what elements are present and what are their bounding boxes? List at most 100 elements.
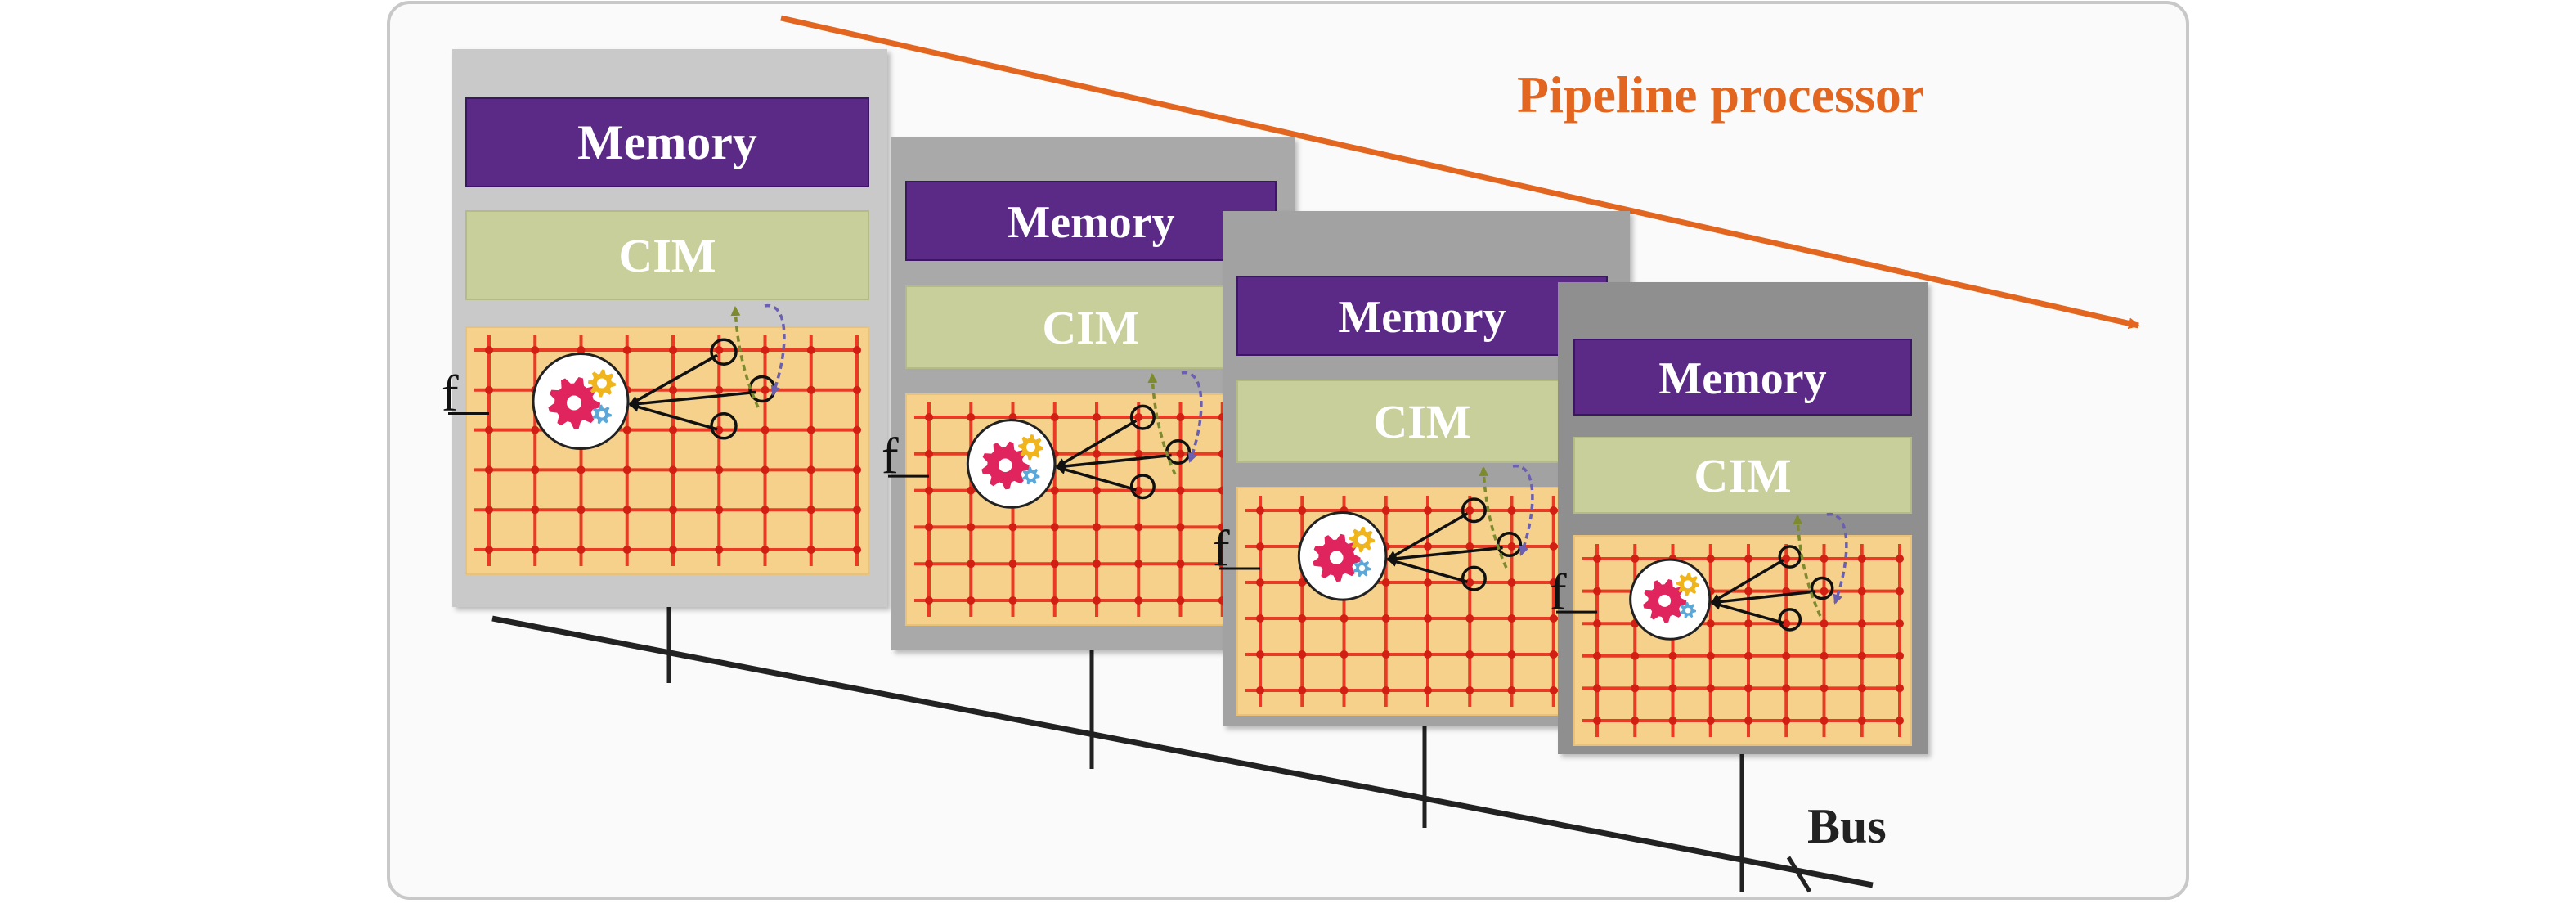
grid-node — [1050, 596, 1059, 605]
data-flow-arrow — [1056, 419, 1138, 469]
grid-node — [1706, 651, 1715, 660]
dashed-loop-arrow-icon — [1793, 515, 1822, 617]
data-flow-arrow — [1710, 590, 1816, 607]
grid-node — [715, 506, 724, 515]
grid-node — [925, 560, 933, 569]
grid-node — [1549, 506, 1558, 515]
grid-node — [1706, 555, 1715, 563]
dashed-loop-arrow-icon — [1479, 466, 1508, 569]
grid-node — [1549, 650, 1558, 659]
grid-node — [1820, 651, 1829, 660]
cim-label: CIM — [1373, 395, 1470, 448]
grid-node — [1782, 717, 1791, 725]
grid-node — [1256, 650, 1264, 659]
grid-node — [967, 486, 976, 495]
grid-node — [1298, 578, 1307, 587]
data-flow-arrow — [629, 390, 756, 409]
grid-node — [967, 560, 976, 569]
grid-node — [485, 346, 493, 354]
grid-node — [1820, 587, 1829, 596]
grid-node — [1820, 619, 1829, 628]
grid-node — [1093, 413, 1101, 421]
grid-node — [622, 346, 631, 354]
grid-node — [1134, 449, 1143, 458]
grid-node — [1507, 686, 1516, 694]
gear-hub — [599, 411, 605, 418]
grid-node — [1549, 542, 1558, 551]
grid-node — [1008, 523, 1017, 532]
gear-hub — [1027, 472, 1034, 479]
grid-node — [1744, 684, 1752, 693]
grid-node — [1424, 650, 1432, 659]
grid-node — [1857, 619, 1866, 628]
grid-node — [1298, 614, 1307, 623]
grid-node — [1340, 614, 1349, 623]
memory-block — [1573, 339, 1912, 416]
grid-node — [1631, 684, 1640, 693]
grid-node — [1381, 506, 1390, 515]
grid-node — [577, 506, 586, 515]
grid-node — [967, 596, 976, 605]
grid-node — [622, 425, 631, 434]
grid-node — [1782, 684, 1791, 693]
grid-node — [1631, 717, 1640, 725]
selected-node-ring — [1461, 497, 1487, 524]
grid-node — [1093, 486, 1101, 495]
grid-node — [1507, 578, 1516, 587]
grid-node — [1381, 614, 1390, 623]
grid-node — [485, 506, 493, 515]
grid-node — [1093, 560, 1101, 569]
selected-node-ring — [1129, 474, 1156, 500]
grid-node — [1593, 555, 1601, 563]
selected-node-ring — [1129, 404, 1156, 430]
grid-node — [577, 465, 586, 474]
grid-node — [1593, 717, 1601, 725]
data-flow-arrow — [1710, 559, 1784, 605]
cim-array — [1573, 535, 1912, 746]
grid-node — [1050, 486, 1059, 495]
grid-node — [761, 385, 770, 394]
grid-node — [1549, 578, 1558, 587]
selected-node-ring — [1778, 608, 1802, 632]
grid-node — [1381, 650, 1390, 659]
gear-hub — [567, 395, 581, 411]
grid-node — [853, 546, 861, 554]
gear-hub — [1357, 535, 1367, 545]
grid-node — [1782, 555, 1791, 563]
cim-array — [905, 393, 1277, 626]
cim-array — [1236, 487, 1608, 716]
grid-node — [1896, 651, 1904, 660]
data-flow-arrow — [1387, 512, 1469, 561]
grid-node — [1593, 619, 1601, 628]
selected-node-ring — [1810, 576, 1834, 600]
grid-node — [485, 465, 493, 474]
grid-node — [925, 486, 933, 495]
grid-node — [1549, 686, 1558, 694]
array-label-f: f — [1213, 521, 1230, 577]
grid-node — [1008, 596, 1017, 605]
grid-node — [1706, 717, 1715, 725]
grid-node — [1134, 523, 1143, 532]
grid-node — [1465, 542, 1474, 551]
gear-hub — [597, 378, 607, 389]
pipeline-title: Pipeline processor — [1517, 65, 1924, 124]
grid-node — [1507, 542, 1516, 551]
gear-hub — [1358, 564, 1366, 572]
grid-node — [531, 346, 540, 354]
grid-node — [1381, 686, 1390, 694]
grid-node — [1298, 506, 1307, 515]
gear-hub — [1683, 580, 1693, 589]
gear-hub — [1025, 443, 1036, 452]
grid-node — [1134, 413, 1143, 421]
grid-node — [1744, 587, 1752, 596]
grid-node — [1008, 560, 1017, 569]
data-flow-arrow — [1710, 600, 1784, 625]
grid-node — [1593, 651, 1601, 660]
grid-node — [925, 523, 933, 532]
selected-node-ring — [1778, 545, 1802, 569]
grid-node — [967, 413, 976, 421]
grid-node — [1706, 619, 1715, 628]
